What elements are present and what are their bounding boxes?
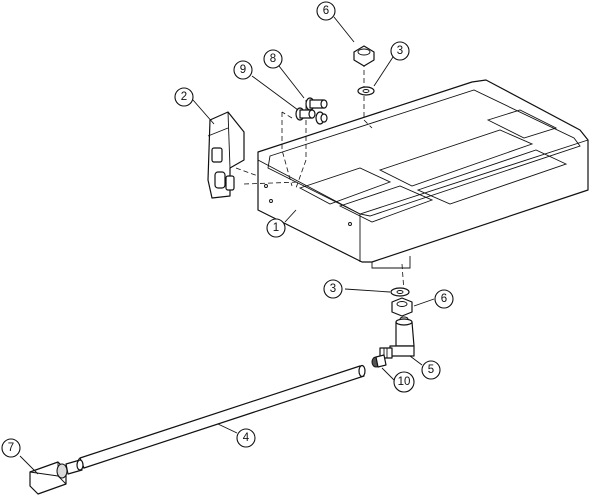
nut-part-bottom — [391, 297, 413, 317]
bolt-part-9 — [295, 107, 328, 125]
alignment-line — [295, 120, 307, 189]
callout-label: 3 — [397, 45, 403, 57]
callout-8: 8 — [263, 49, 283, 69]
callout-7: 7 — [1, 438, 21, 458]
bracket-part — [207, 111, 245, 199]
callout-1: 1 — [266, 218, 286, 238]
fitting-part — [379, 318, 415, 359]
fitting-nut-part — [371, 354, 387, 368]
alignment-line — [281, 112, 293, 187]
clamp-part — [29, 459, 84, 495]
callout-label: 1 — [273, 222, 279, 234]
washer-part-bottom — [390, 287, 410, 297]
callout-label: 4 — [243, 432, 250, 444]
alignment-line — [235, 167, 259, 177]
tube-part — [77, 364, 366, 469]
callout-5: 5 — [421, 360, 441, 380]
callout-label: 10 — [398, 376, 411, 388]
callout-label: 7 — [8, 442, 14, 454]
tray-part — [257, 79, 589, 269]
callout-10: 10 — [393, 371, 415, 393]
callout-6-bottom: 6 — [434, 289, 454, 309]
callout-9: 9 — [233, 60, 253, 80]
callout-label: 2 — [181, 91, 187, 103]
alignment-line — [243, 181, 301, 185]
callout-label: 9 — [240, 64, 246, 76]
alignment-line — [363, 96, 373, 129]
callout-label: 8 — [270, 53, 276, 65]
callout-label: 6 — [441, 293, 447, 305]
callout-2: 2 — [174, 87, 194, 107]
washer-part-top — [357, 86, 375, 96]
callout-label: 5 — [428, 364, 434, 376]
nut-part-top — [353, 45, 375, 67]
callout-3-top: 3 — [390, 41, 410, 61]
callout-3-bottom: 3 — [323, 279, 343, 299]
callout-6-top: 6 — [316, 1, 336, 21]
callout-4: 4 — [236, 428, 256, 448]
alignment-line — [281, 111, 293, 119]
callout-label: 3 — [330, 283, 336, 295]
leader-lines — [19, 16, 435, 475]
alignment-line — [401, 263, 405, 293]
bolt-part-8 — [305, 97, 328, 111]
callout-label: 6 — [323, 5, 329, 17]
